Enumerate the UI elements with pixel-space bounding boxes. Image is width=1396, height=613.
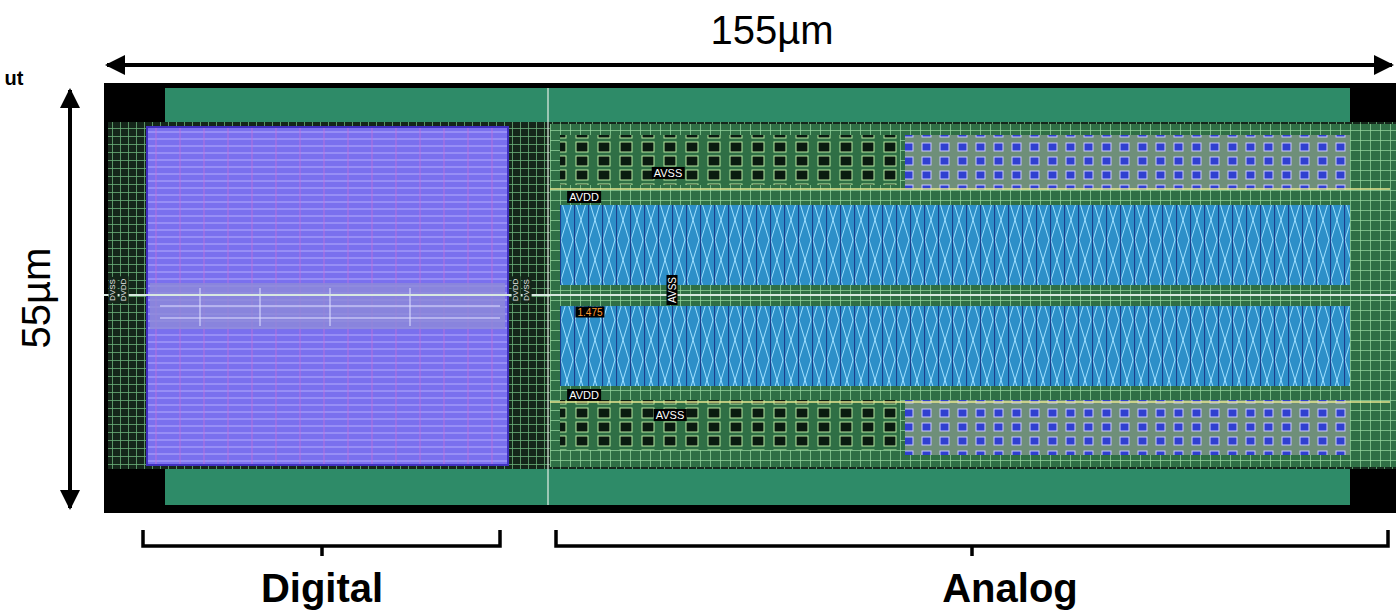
pin-name: AVDD bbox=[567, 191, 601, 203]
pin-name: DVSS bbox=[109, 277, 118, 303]
pin-name: AVSS bbox=[667, 275, 678, 305]
pin-name: DVDD bbox=[120, 277, 129, 304]
pin-name: DVSS bbox=[523, 277, 532, 303]
panel-fragment: ut bbox=[5, 67, 24, 89]
pin-name: DVDD bbox=[512, 277, 521, 304]
region-label: Analog bbox=[942, 566, 1078, 610]
height-dimension: 55µm bbox=[14, 248, 58, 349]
pin-name: AVDD bbox=[567, 389, 601, 401]
region-label: Digital bbox=[261, 566, 383, 610]
width-dimension: 155µm bbox=[710, 8, 833, 52]
pin-name: AVSS bbox=[652, 167, 685, 179]
pin-name: AVSS bbox=[654, 409, 687, 421]
value-tag: 1.475 bbox=[575, 307, 604, 318]
